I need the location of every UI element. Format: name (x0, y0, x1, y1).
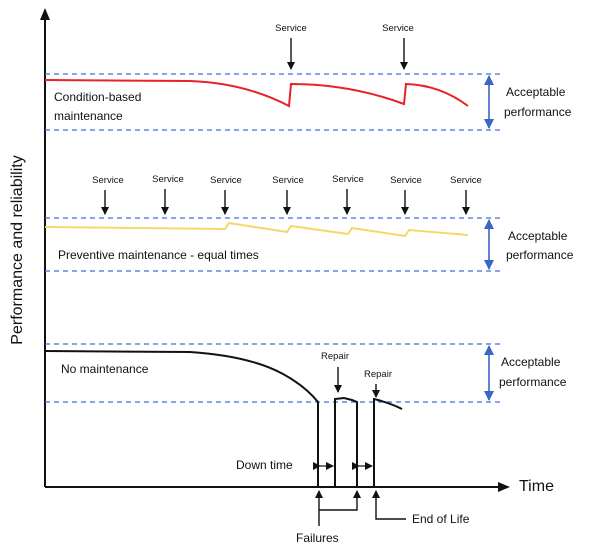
preventive-service-label: Service (390, 175, 422, 186)
x-axis-arrowhead (498, 482, 510, 492)
preventive-service-label: Service (450, 175, 482, 186)
x-axis-title: Time (519, 478, 554, 495)
failure-arrow (319, 490, 361, 511)
none-acceptable-label-line2: performance (499, 375, 567, 389)
preventive-label: Preventive maintenance - equal times (58, 248, 259, 262)
preventive-service-label: Service (210, 175, 242, 186)
condition-service-label: Service (382, 23, 414, 34)
none-repair-label: Repair (321, 351, 349, 362)
y-axis-arrowhead (40, 8, 50, 20)
no-maintenance-panel: No maintenance Repair Repair Down time F… (44, 343, 567, 545)
none-repair-label: Repair (364, 369, 392, 380)
condition-label-line2: maintenance (54, 109, 123, 123)
preventive-acceptable-label-line1: Acceptable (508, 229, 568, 243)
none-acceptable-label-line1: Acceptable (501, 355, 561, 369)
condition-acceptable-label-line1: Acceptable (506, 85, 566, 99)
preventive-service-label: Service (92, 175, 124, 186)
preventive-panel: Preventive maintenance - equal times Ser… (44, 174, 574, 272)
condition-label-line1: Condition-based (54, 90, 141, 104)
end-of-life-arrow (372, 490, 406, 520)
none-performance-curve (44, 350, 403, 488)
condition-service-label: Service (275, 23, 307, 34)
failures-label: Failures (296, 531, 339, 545)
condition-performance-curve (44, 79, 469, 108)
down-time-label: Down time (236, 458, 293, 472)
preventive-service-label: Service (332, 174, 364, 185)
preventive-service-label: Service (152, 174, 184, 185)
condition-based-panel: Condition-based maintenance Service Serv… (44, 23, 572, 131)
condition-acceptable-label-line2: performance (504, 105, 572, 119)
preventive-acceptable-label-line2: performance (506, 248, 574, 262)
preventive-performance-curve (44, 221, 469, 238)
end-of-life-label: End of Life (412, 512, 470, 526)
none-label: No maintenance (61, 362, 149, 376)
preventive-service-label: Service (272, 175, 304, 186)
y-axis-title: Performance and reliability (9, 155, 26, 344)
